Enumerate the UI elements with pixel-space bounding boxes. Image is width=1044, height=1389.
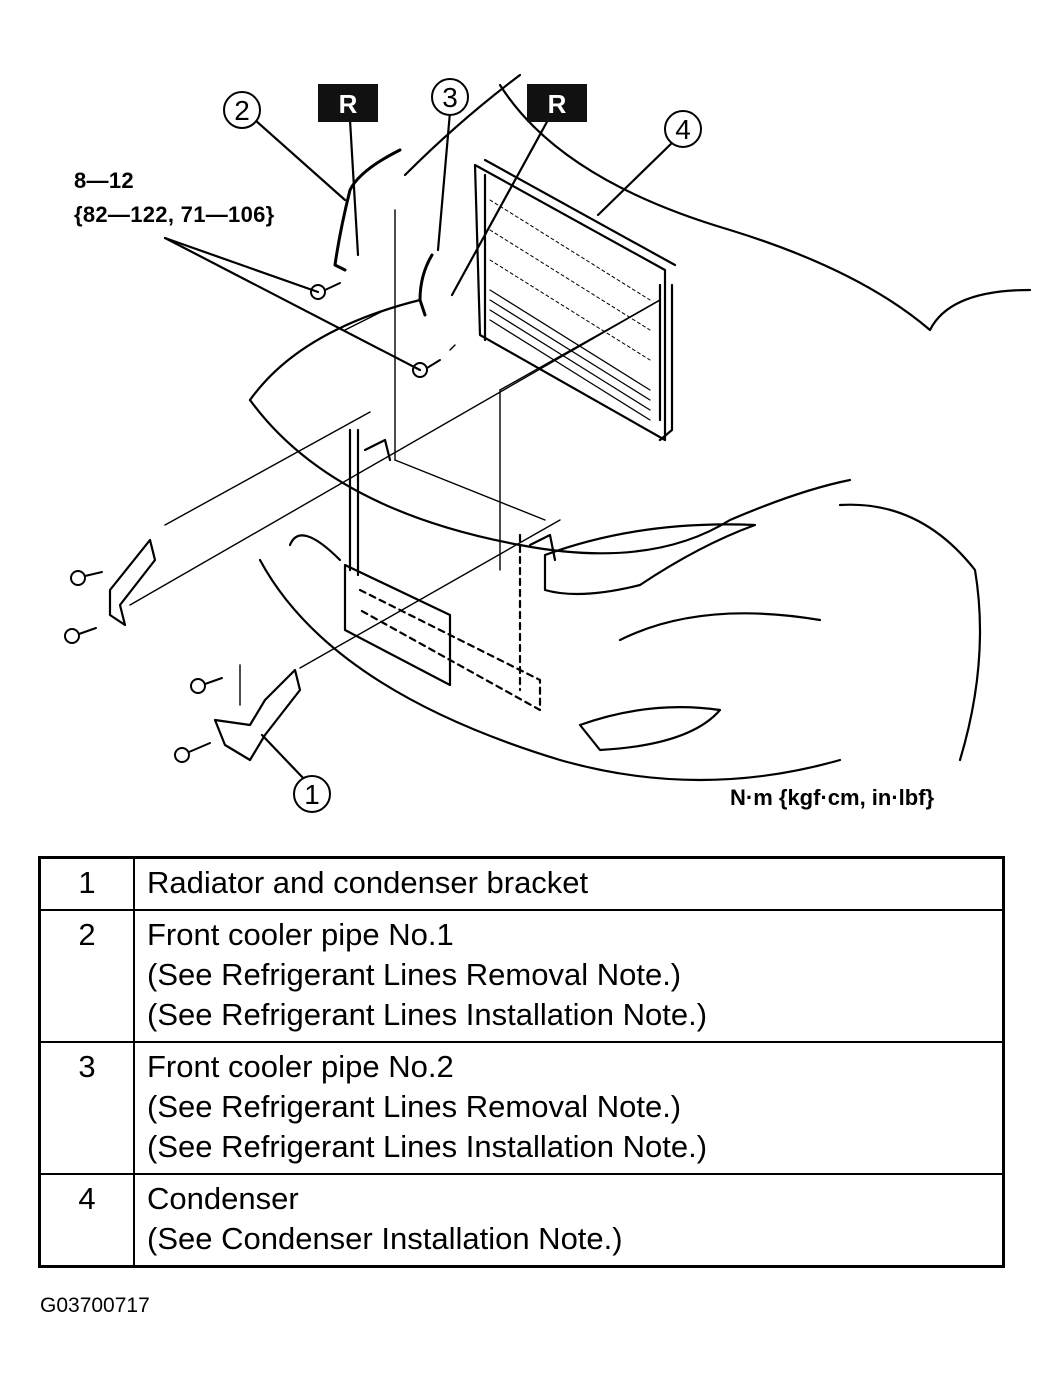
description-line: Front cooler pipe No.2 xyxy=(147,1049,454,1084)
condenser-icon xyxy=(473,158,677,442)
part-description: Condenser (See Condenser Installation No… xyxy=(133,1173,1005,1268)
reuse-badge-1-label: R xyxy=(339,89,358,119)
reuse-badge-2-label: R xyxy=(548,89,567,119)
bumper-side xyxy=(618,612,822,642)
part-description: Front cooler pipe No.1 (See Refrigerant … xyxy=(133,909,1005,1043)
bolt-icons xyxy=(64,282,441,763)
radiator-support-icon xyxy=(343,428,557,712)
part-description: Radiator and condenser bracket xyxy=(133,856,1005,911)
callout-1-label: 1 xyxy=(304,779,320,810)
units-note: N·m {kgf·cm, in·lbf} xyxy=(730,785,935,810)
grille-left xyxy=(288,534,342,562)
callout-4-label: 4 xyxy=(675,114,691,145)
table-row: 3 Front cooler pipe No.2 (See Refrigeran… xyxy=(38,1041,1005,1175)
part-number: 1 xyxy=(38,856,135,911)
headlight xyxy=(543,523,757,596)
description-line: Condenser xyxy=(147,1181,299,1216)
hood-outline xyxy=(498,83,1032,332)
reuse-badge-1 xyxy=(318,84,378,122)
bumper-top xyxy=(248,398,852,555)
wheel-arch xyxy=(838,503,982,762)
callout-2-circle xyxy=(223,91,261,129)
radiator-condenser-bracket-icon xyxy=(213,668,302,762)
description-line: (See Condenser Installation Note.) xyxy=(147,1221,623,1256)
description-line: (See Refrigerant Lines Removal Note.) xyxy=(147,957,682,992)
table-row: 1 Radiator and condenser bracket xyxy=(38,856,1005,911)
part-number: 3 xyxy=(38,1041,135,1175)
table-row: 2 Front cooler pipe No.1 (See Refrigeran… xyxy=(38,909,1005,1043)
description-line: Front cooler pipe No.1 xyxy=(147,917,454,952)
callout-4-circle xyxy=(664,110,702,148)
callout-3-circle xyxy=(431,78,469,116)
table-row: 4 Condenser (See Condenser Installation … xyxy=(38,1173,1005,1268)
exploded-view-diagram: 2 3 4 1 R R xyxy=(64,73,1032,813)
upper-bracket-icon xyxy=(108,538,157,627)
fender-line xyxy=(248,298,422,402)
cooler-pipe-2-icon xyxy=(418,253,434,317)
part-number: 4 xyxy=(38,1173,135,1268)
part-number: 2 xyxy=(38,909,135,1043)
description-line: Radiator and condenser bracket xyxy=(147,865,589,900)
bumper-lower xyxy=(258,558,842,782)
figure-id: G03700717 xyxy=(40,1294,150,1317)
fog-lamp xyxy=(578,706,722,752)
description-line: (See Refrigerant Lines Removal Note.) xyxy=(147,1089,682,1124)
part-description: Front cooler pipe No.2 (See Refrigerant … xyxy=(133,1041,1005,1175)
torque-alt-units: {82—122, 71—106} xyxy=(74,202,275,227)
hood-edge xyxy=(403,73,522,177)
callout-1-circle xyxy=(293,775,331,813)
torque-value: 8—12 xyxy=(74,168,134,193)
cooler-pipe-1-icon xyxy=(333,148,402,272)
callout-3-label: 3 xyxy=(442,82,458,113)
reuse-badge-2 xyxy=(527,84,587,122)
description-line: (See Refrigerant Lines Installation Note… xyxy=(147,997,708,1032)
description-line: (See Refrigerant Lines Installation Note… xyxy=(147,1129,708,1164)
parts-table: 1 Radiator and condenser bracket 2 Front… xyxy=(38,856,1005,1268)
callout-2-label: 2 xyxy=(234,95,250,126)
